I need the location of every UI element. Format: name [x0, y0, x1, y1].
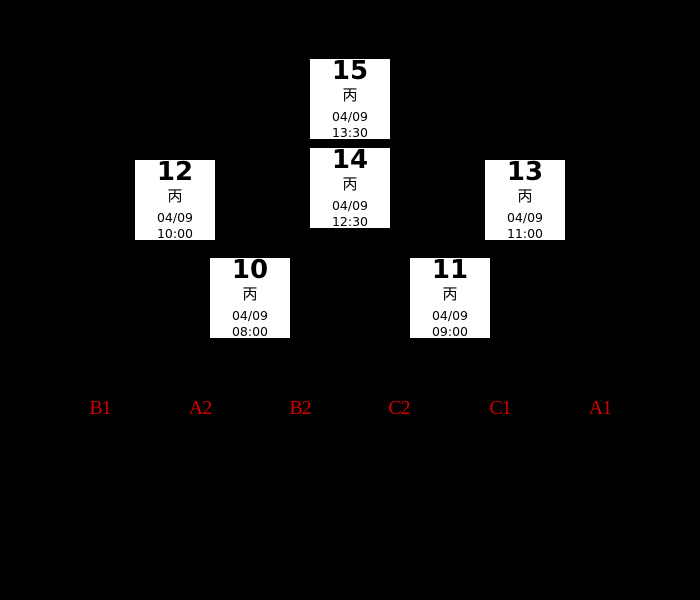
match-group-label: 丙: [167, 186, 183, 205]
match-number: 14: [331, 144, 369, 175]
match-group-label: 丙: [342, 174, 358, 193]
match-box-12[interactable]: 12 丙 04/09 10:00: [135, 156, 215, 242]
match-box-11[interactable]: 11 丙 04/09 09:00: [410, 254, 490, 340]
match-time: 12:30: [331, 214, 369, 230]
match-number: 15: [331, 55, 369, 86]
match-number: 10: [231, 254, 269, 285]
match-box-13[interactable]: 13 丙 04/09 11:00: [485, 156, 565, 242]
seed-label-c1: C1: [489, 397, 511, 419]
seed-label-b2: B2: [289, 397, 311, 419]
seed-label-b1: B1: [89, 397, 111, 419]
match-number: 11: [431, 254, 469, 285]
seed-label-a2: A2: [188, 397, 212, 419]
seed-label-c2: C2: [388, 397, 410, 419]
match-group-label: 丙: [342, 85, 358, 104]
match-time: 11:00: [506, 226, 544, 242]
match-time: 13:30: [331, 125, 369, 141]
seed-label-a1: A1: [588, 397, 612, 419]
match-time: 08:00: [231, 324, 269, 340]
match-number: 12: [156, 156, 194, 187]
match-box-10[interactable]: 10 丙 04/09 08:00: [210, 254, 290, 340]
match-group-label: 丙: [517, 186, 533, 205]
match-time: 10:00: [156, 226, 194, 242]
match-group-label: 丙: [442, 284, 458, 303]
match-date: 04/09: [431, 308, 469, 324]
match-group-label: 丙: [242, 284, 258, 303]
match-box-14[interactable]: 14 丙 04/09 12:30: [310, 144, 390, 230]
match-date: 04/09: [156, 210, 194, 226]
match-date: 04/09: [331, 109, 369, 125]
match-date: 04/09: [331, 198, 369, 214]
match-date: 04/09: [506, 210, 544, 226]
match-box-15[interactable]: 15 丙 04/09 13:30: [310, 55, 390, 141]
match-date: 04/09: [231, 308, 269, 324]
match-number: 13: [506, 156, 544, 187]
match-time: 09:00: [431, 324, 469, 340]
